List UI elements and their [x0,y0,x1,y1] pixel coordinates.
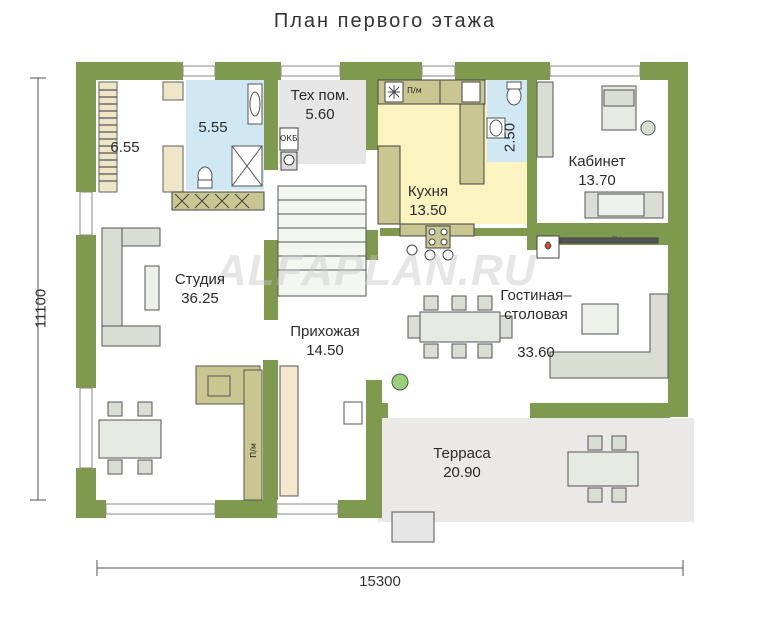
room-bath1: 5.55 [188,118,238,137]
bath2-fixtures [486,81,522,139]
dimension-lines [30,77,684,576]
room-kitchen: Кухня 13.50 [398,182,458,220]
terrace-floor [378,418,694,522]
tv-label: TV [612,236,621,243]
room-cabinet: Кабинет 13.70 [562,152,632,190]
dishwasher-label-studio: П/м [248,443,258,458]
studio-furniture [98,227,263,501]
bath1-fixtures [197,83,263,189]
room-kitchen-name: Кухня [407,183,449,200]
room-kitchen-area: 13.50 [409,202,447,219]
room-studio-name: Студия [174,271,226,288]
fireplace-tv [536,235,659,259]
living-furniture [391,293,669,391]
terrace-furniture [391,435,639,543]
room-cabinet-area: 13.70 [578,172,616,189]
room-bath2-area: 2.50 [501,122,519,153]
room-cabinet-name: Кабинет [568,153,626,170]
windows [79,65,641,515]
room-terrace-name: Терраса [433,445,491,462]
room-hall-area: 14.50 [306,342,344,359]
room-living-area: 33.60 [517,344,555,361]
room-living: Гостиная– столовая 33.60 [486,267,586,381]
room-hall: Прихожая 14.50 [280,322,370,360]
width-dimension: 15300 [359,573,401,590]
boiler-label: ОКБ [280,134,298,143]
cabinet-furniture [536,81,664,219]
room-bath2: 2.50 [501,108,520,168]
kitchen-fixtures [377,79,486,261]
hall-furniture [277,185,367,497]
room-tech-name: Тех пом. [290,87,350,104]
room-hall-name: Прихожая [290,323,360,340]
room-studio-area: 36.25 [181,290,219,307]
room-studio: Студия 36.25 [160,270,240,308]
room-living-name: Гостиная– столовая [500,287,572,323]
dishwasher-label: П/м [407,86,422,95]
room-terrace: Терраса 20.90 [422,444,502,482]
room-terrace-area: 20.90 [443,464,481,481]
room-bath1-area: 5.55 [198,119,228,136]
room-tech: Тех пом. 5.60 [280,86,360,124]
plan-title: План первого этажа [273,10,497,32]
room-closet-area: 6.55 [110,139,140,156]
storage-row [171,191,265,211]
floors [78,62,694,522]
closet-shelves [98,81,184,193]
room-closet: 6.55 [105,138,145,157]
height-dimension: 11100 [32,288,50,329]
watermark: ALFAPLAN.RU [215,246,537,295]
tech-fixtures [279,127,299,171]
room-tech-area: 5.60 [305,106,335,123]
